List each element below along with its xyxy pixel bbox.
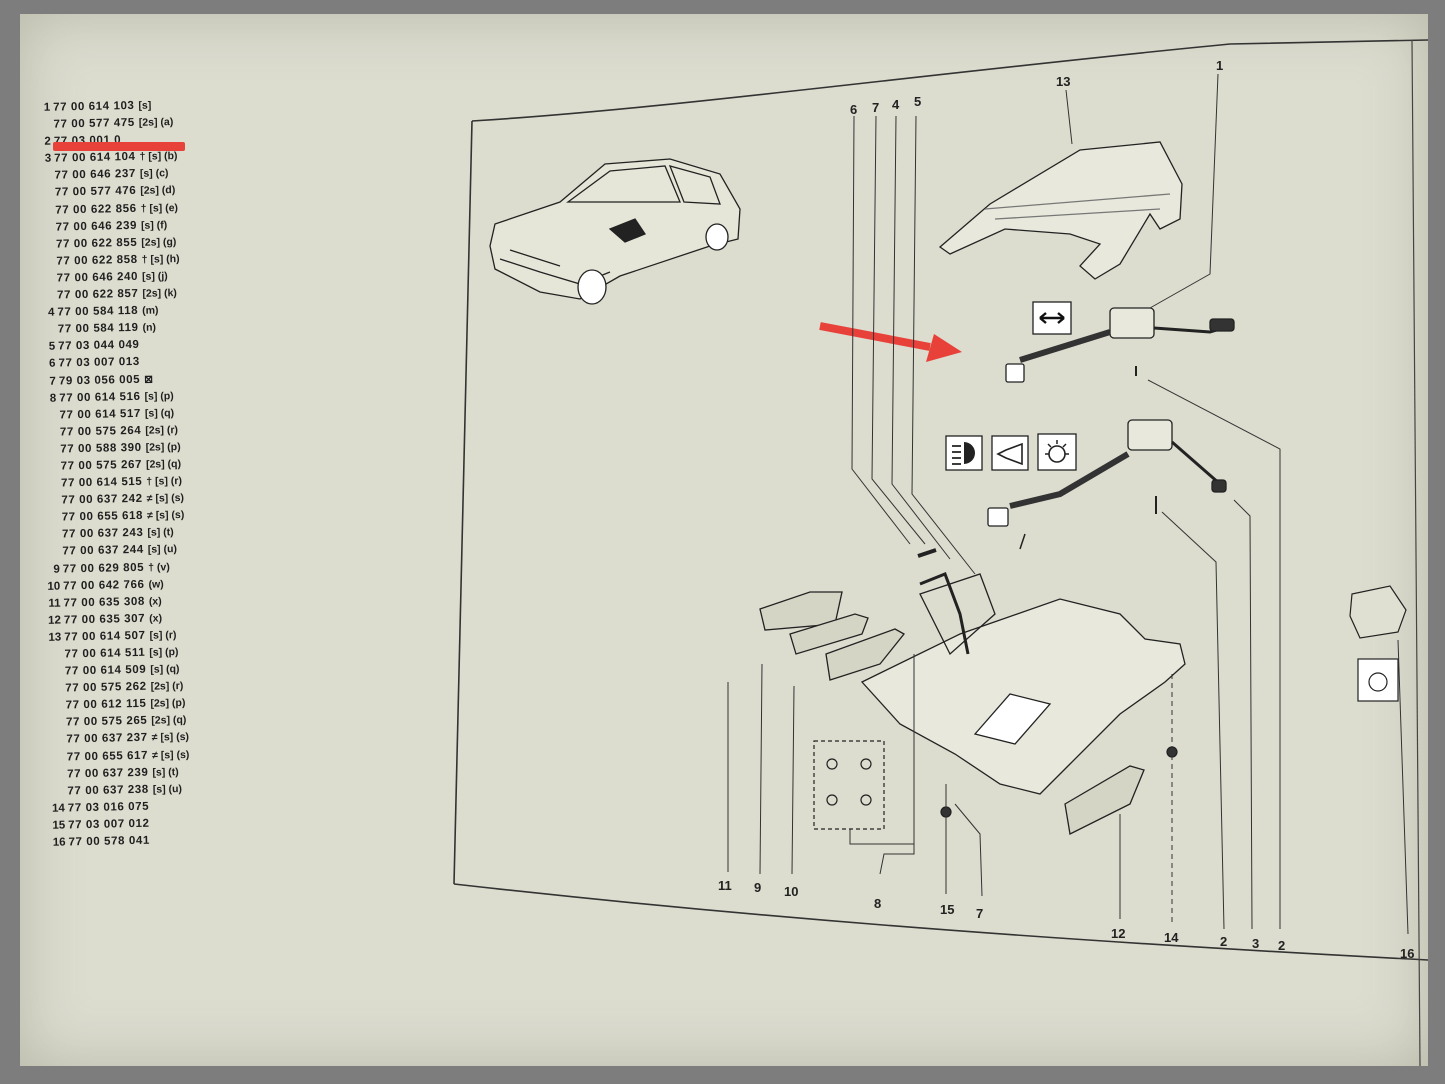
red-arrow-annotation (819, 322, 962, 362)
lighting-switch-2 (987, 419, 1227, 550)
interior-light-icon (1037, 433, 1077, 471)
screw-set-8 (813, 740, 885, 830)
callout-6: 6 (850, 102, 857, 117)
callout-7-top: 7 (872, 100, 879, 115)
callout-16: 16 (1400, 946, 1414, 961)
horn-icon (991, 435, 1029, 471)
callout-11: 11 (718, 878, 732, 893)
callout-13: 13 (1056, 74, 1070, 89)
callout-7: 7 (976, 906, 983, 921)
direction-arrow-icon (1032, 301, 1072, 335)
callout-9: 9 (754, 880, 761, 895)
callout-15: 15 (940, 902, 954, 917)
callout-10: 10 (784, 884, 798, 899)
callout-8: 8 (874, 896, 881, 911)
car-illustration (489, 158, 741, 305)
callout-3: 3 (1252, 936, 1259, 951)
parts-catalog-page: 177 00 614 103[s]77 00 577 475[2s] (a)27… (20, 14, 1428, 1066)
leader-lines (727, 73, 1409, 935)
callout-1: 1 (1216, 58, 1223, 73)
callout-5: 5 (914, 94, 921, 109)
callout-2a: 2 (1220, 934, 1227, 949)
headlight-icon (945, 435, 983, 471)
callout-14: 14 (1164, 930, 1179, 945)
indicator-switch-1 (1005, 307, 1235, 383)
red-highlight-bar (53, 142, 185, 151)
callout-12: 12 (1111, 926, 1125, 941)
lower-shroud (860, 573, 1186, 795)
callout-4: 4 (892, 97, 900, 112)
exploded-diagram: 13 1 6 7 4 5 11 9 10 8 15 7 12 14 2 3 2 … (453, 39, 1428, 1066)
upper-cowl-13 (938, 141, 1183, 280)
switch-unit-16 (1349, 585, 1407, 702)
callout-2b: 2 (1278, 938, 1285, 953)
trim-pieces (759, 591, 1145, 835)
